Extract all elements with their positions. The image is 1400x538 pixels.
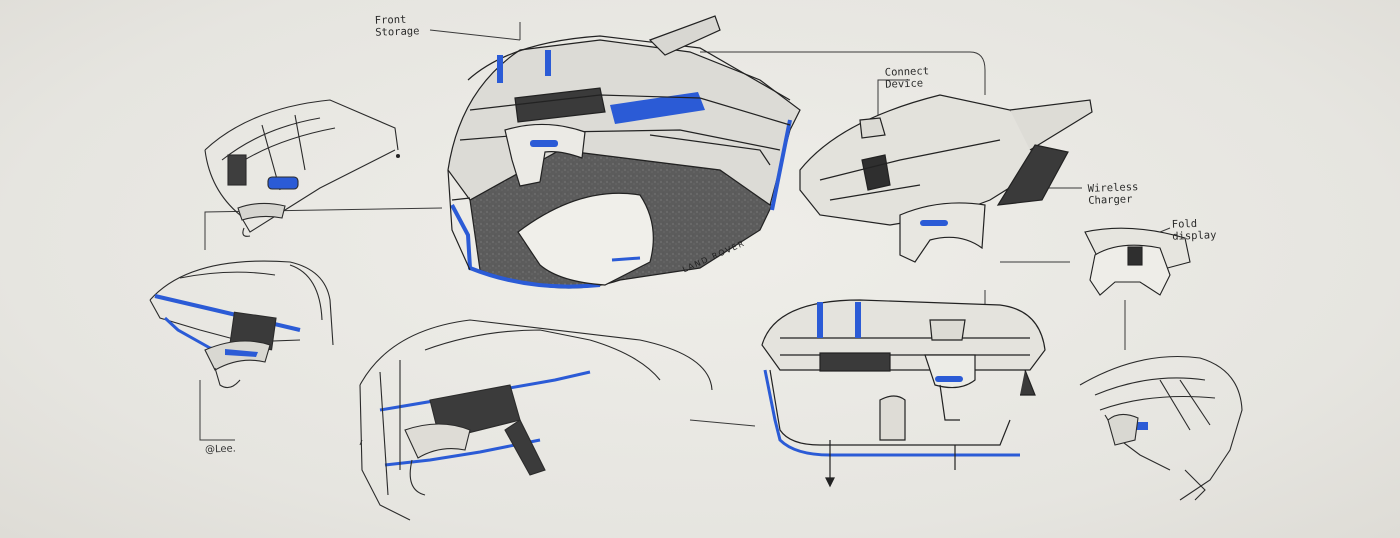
sketch-dashboard-small-topleft [204,99,401,237]
sketch-interior-main [447,15,801,289]
annotation-fold-display: Fold display [1171,217,1217,243]
sketch-dashboard-bottom-right [1079,355,1243,501]
sketch-dashboard-left [149,260,334,389]
sketch-fold-display [1084,227,1191,296]
sketch-dashboard-center-right [761,299,1046,488]
sketch-console-top-right [799,94,1093,263]
annotation-wireless-charger: Wireless Charger [1087,181,1139,207]
annotation-connect-device: Connect Device [884,65,930,91]
sketch-dashboard-center-left [359,319,713,521]
signature: @Lee. [204,443,237,456]
annotation-front-storage: Front Storage [374,13,420,39]
